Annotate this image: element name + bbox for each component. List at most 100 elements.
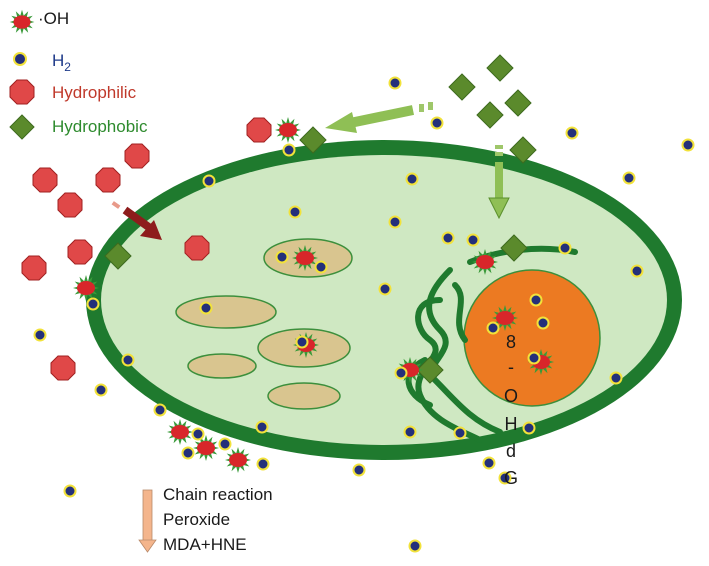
hydrophilic-molecule (67, 239, 93, 265)
hydroxyl-radicals (73, 117, 554, 473)
organelle-2 (187, 353, 257, 379)
nucleus (463, 269, 601, 407)
legend-oh-label: ·OH (38, 9, 69, 28)
hydrogen-molecule (430, 116, 444, 130)
hydrophilic-molecule (32, 167, 58, 193)
hydrogen-molecule (486, 321, 500, 335)
hydroxyl-radical (193, 435, 219, 461)
organelle-3 (267, 382, 341, 410)
hydrophobic-molecule (299, 126, 327, 154)
legend-h2-subscript: 2 (64, 60, 71, 74)
hydrophilic-blocked-arrow (111, 201, 162, 240)
hydrogen-molecule (527, 351, 541, 365)
hydrogen-molecule (288, 205, 302, 219)
hydrogen-molecule (378, 282, 392, 296)
hydrogen-molecule (558, 241, 572, 255)
hydrogen-molecule (522, 421, 536, 435)
hydrophobic-molecule (500, 234, 528, 262)
oh-radical-legend-shape (9, 9, 35, 35)
legend-h2-text: H (52, 51, 64, 70)
oh-radical-legend-icon (9, 9, 35, 35)
hydrophilic-molecules (21, 117, 272, 381)
hydrophobic-molecule (509, 136, 537, 164)
hydrogen-molecule (202, 174, 216, 188)
hydrophobic-molecule (416, 356, 444, 384)
hydrogen-molecule (441, 231, 455, 245)
hydrophobic-arrow-down (488, 145, 510, 220)
legend-hydrophilic-label: Hydrophilic (52, 83, 137, 102)
hydrophilic-molecule (95, 167, 121, 193)
hydrogen-molecule (86, 297, 100, 311)
organelle-1 (175, 295, 277, 329)
hydrogen-molecule (630, 264, 644, 278)
hydroxyl-radical (472, 249, 498, 275)
hydrophobic-molecule (448, 73, 476, 101)
hydrogen-molecule (121, 353, 135, 367)
dna-label-char-5: d (506, 441, 516, 461)
hydrogen-molecule (388, 215, 402, 229)
chain-reaction-arrow (138, 489, 157, 553)
dna-label-char-4: H (505, 414, 518, 434)
chain-reaction-text: Chain reaction Peroxide MDA+HNE (163, 485, 273, 554)
chain-line-3: MDA+HNE (163, 535, 247, 554)
hydrogen-molecule (388, 76, 402, 90)
chain-line-2: Peroxide (163, 510, 230, 529)
hydroxyl-radical (225, 447, 251, 473)
hydrogen-molecule (498, 471, 512, 485)
hydrogen-molecule (453, 426, 467, 440)
hydrophilic-molecule (21, 255, 47, 281)
hydrophilic-legend-icon (9, 79, 35, 105)
hydrogen-molecule (565, 126, 579, 140)
hydrophilic-molecule (124, 143, 150, 169)
hydrogen-molecule (536, 316, 550, 330)
hydrogen-molecule (622, 171, 636, 185)
hydrogen-molecule (275, 250, 289, 264)
hydrogen-molecule (529, 293, 543, 307)
hydrogen-molecule (181, 446, 195, 460)
h2-legend-icon (13, 52, 27, 66)
hydrogen-molecule (403, 425, 417, 439)
dna-label-char-6: G (504, 468, 518, 488)
dna-label-char-3: O (504, 386, 518, 406)
legend: ·OH H2 Hydrophilic Hydrophobic (9, 9, 148, 140)
hydrogen-molecule (256, 457, 270, 471)
hydrogen-molecule (199, 301, 213, 315)
hydrogen-molecules (33, 76, 695, 553)
hydrophobic-molecule (486, 54, 514, 82)
hydroxyl-radical (275, 117, 301, 143)
hydrophobic-molecule (476, 101, 504, 129)
hydrophilic-molecule (50, 355, 76, 381)
chain-line-1: Chain reaction (163, 485, 273, 504)
hydrogen-molecule (218, 437, 232, 451)
hydroxyl-radical (492, 305, 518, 331)
hydrogen-molecule (314, 260, 328, 274)
hydrogen-molecule (352, 463, 366, 477)
hydrogen-molecule (295, 335, 309, 349)
dna-label-char-1: 8 (506, 332, 516, 352)
hydroxyl-radical (73, 275, 99, 301)
dna-label-char-2: - (508, 357, 514, 377)
hydrophilic-legend-shape (9, 79, 35, 105)
legend-h2-label: H2 (52, 51, 71, 74)
hydrogen-molecule (63, 484, 77, 498)
hydrophobic-arrow-left (325, 102, 433, 133)
hydrophilic-molecule (246, 117, 272, 143)
hydrogen-molecule (282, 143, 296, 157)
hydrophobic-molecule (504, 89, 532, 117)
hydrogen-molecule (153, 403, 167, 417)
hydrogen-molecule (94, 383, 108, 397)
hydrogen-molecule (191, 427, 205, 441)
hydrogen-molecule (405, 172, 419, 186)
hydrophobic-legend-icon (9, 114, 35, 140)
dna-damage-label: 8 - O H d G (504, 332, 518, 488)
hydrogen-molecule (609, 371, 623, 385)
hydrophilic-molecule (184, 235, 210, 261)
hydrophilic-molecule (57, 192, 83, 218)
hydroxyl-radical (167, 419, 193, 445)
hydroxyl-radical (292, 245, 318, 271)
hydrogen-molecule (408, 539, 422, 553)
hydrophobic-legend-shape (9, 114, 35, 140)
hydrogen-molecule (255, 420, 269, 434)
